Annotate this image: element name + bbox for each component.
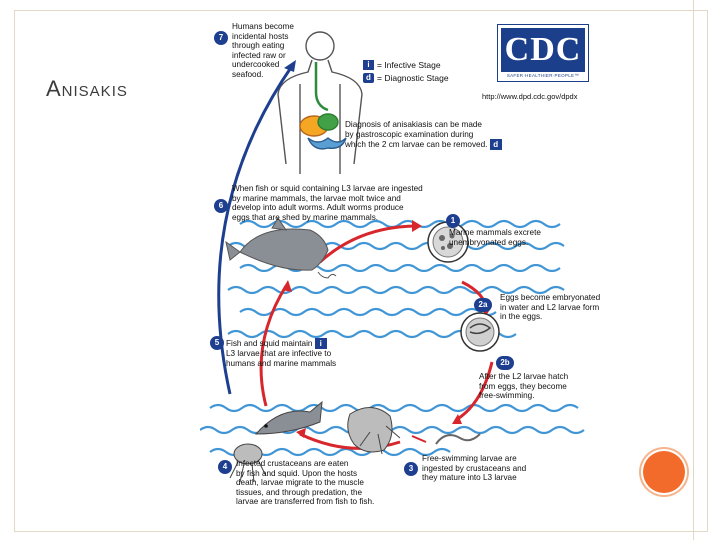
diagnosis-line: which the 2 cm larvae can be removed. d (345, 139, 502, 150)
cdc-logo: CDC SAFER·HEALTHIER·PEOPLE™ (497, 24, 589, 82)
step-number-2b: 2b (496, 356, 514, 370)
step-number-3: 3 (404, 462, 418, 476)
step-3-text: Free-swimming larvae are ingested by cru… (422, 454, 526, 483)
step-line: undercooked (232, 60, 294, 70)
step-1-text: Marine mammals excrete unembryonated egg… (449, 228, 541, 247)
step-line: eggs that are shed by marine mammals. (232, 213, 423, 223)
legend-infective-label: = Infective Stage (377, 60, 441, 70)
step-line: unembryonated eggs. (449, 238, 541, 248)
step-line: by fish and squid. Upon the hosts (236, 469, 374, 479)
diagnostic-stage-icon: d (363, 73, 374, 83)
legend-infective: i = Infective Stage (363, 58, 449, 71)
step-line: Marine mammals excrete (449, 228, 541, 238)
slide-title: Anisakis (46, 76, 128, 102)
step-line: Free-swimming larvae are (422, 454, 526, 464)
step-6-text: When fish or squid containing L3 larvae … (232, 184, 423, 222)
free-swimming-larva (436, 434, 480, 444)
step-line: they mature into L3 larvae (422, 473, 526, 483)
legend-diagnostic-label: = Diagnostic Stage (377, 73, 449, 83)
step-2b-text: After the L2 larvae hatch from eggs, the… (479, 372, 568, 401)
step-line: incidental hosts (232, 32, 294, 42)
step-line: by marine mammals, the larvae molt twice… (232, 194, 423, 204)
source-url[interactable]: http://www.dpd.cdc.gov/dpdx (482, 92, 577, 101)
step-line: larvae are transferred from fish to fish… (236, 497, 374, 507)
step-line: When fish or squid containing L3 larvae … (232, 184, 423, 194)
step-line: death, larvae migrate to the muscle (236, 478, 374, 488)
step-line: Infected crustaceans are eaten (236, 459, 374, 469)
frame-right-line (693, 0, 694, 540)
step-number-2a: 2a (474, 298, 492, 312)
step-line: from eggs, they become (479, 382, 568, 392)
step-line: Eggs become embryonated (500, 293, 600, 303)
embryonated-egg (461, 313, 499, 351)
step-5-text: Fish and squid maintain i L3 larvae that… (226, 338, 336, 368)
step-line: infected raw or (232, 51, 294, 61)
dolphin-illustration (226, 218, 336, 278)
legend-diagnostic: d = Diagnostic Stage (363, 71, 449, 84)
infective-stage-icon: i (363, 60, 374, 70)
step-number-4: 4 (218, 460, 232, 474)
diagnostic-stage-icon: d (490, 139, 502, 150)
step-number-5: 5 (210, 336, 224, 350)
crustacean-arrow (412, 436, 426, 442)
step-line: seafood. (232, 70, 294, 80)
diagnosis-text: Diagnosis of anisakiasis can be made by … (345, 120, 502, 150)
diagnosis-line: by gastroscopic examination during (345, 130, 502, 140)
step-number-6: 6 (214, 199, 228, 213)
infective-stage-icon: i (315, 338, 327, 349)
life-cycle-diagram (200, 14, 620, 514)
step-number-7: 7 (214, 31, 228, 45)
step-line: in water and L2 larvae form (500, 303, 600, 313)
step-line: develop into adult worms. Adult worms pr… (232, 203, 423, 213)
step-line: through eating (232, 41, 294, 51)
cdc-logo-word: CDC (501, 31, 585, 69)
step-line: in the eggs. (500, 312, 600, 322)
step-line: After the L2 larvae hatch (479, 372, 568, 382)
step-2a-text: Eggs become embryonated in water and L2 … (500, 293, 600, 322)
step-4-text: Infected crustaceans are eaten by fish a… (236, 459, 374, 507)
diagnosis-line: Diagnosis of anisakiasis can be made (345, 120, 502, 130)
step-number-1: 1 (446, 214, 460, 228)
step-line: ingested by crustaceans and (422, 464, 526, 474)
step-line: humans and marine mammals (226, 359, 336, 369)
cdc-logo-tagline: SAFER·HEALTHIER·PEOPLE™ (500, 73, 586, 78)
step-line: Humans become (232, 22, 294, 32)
step-line: Fish and squid maintain i (226, 338, 336, 349)
step-line: L3 larvae that are infective to (226, 349, 336, 359)
step-line: free-swimming. (479, 391, 568, 401)
step-7-text: Humans become incidental hosts through e… (232, 22, 294, 80)
step-line: tissues, and through predation, the (236, 488, 374, 498)
decorative-orange-circle (643, 451, 685, 493)
legend: i = Infective Stage d = Diagnostic Stage (363, 58, 449, 84)
